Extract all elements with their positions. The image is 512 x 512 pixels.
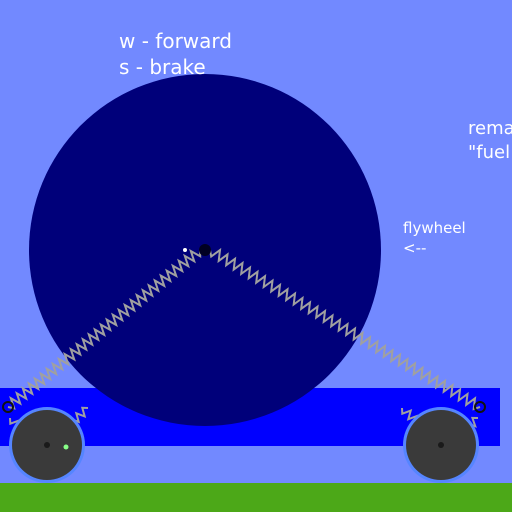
right-spring-anchor	[474, 401, 486, 413]
controls-brake: s - brake	[119, 55, 206, 79]
flywheel-pivot	[199, 244, 211, 256]
left-wheel-marker	[63, 444, 69, 450]
flywheel-label-arrow: <--	[403, 239, 427, 257]
right-wheel	[403, 407, 479, 483]
left-spring-anchor	[2, 401, 14, 413]
remaining-fuel: rema "fuel	[468, 117, 512, 165]
left-wheel	[9, 407, 85, 483]
controls-forward: w - forward	[119, 29, 232, 53]
left-long-spring	[7, 248, 202, 410]
controls-help: w - forward s - brake	[119, 28, 232, 80]
flywheel-label: flywheel <--	[403, 218, 466, 258]
remaining-line-2: "fuel	[468, 142, 511, 163]
flywheel-pivot-marker	[183, 248, 187, 252]
right-long-spring	[209, 247, 481, 411]
remaining-line-1: rema	[468, 118, 512, 139]
flywheel-label-text: flywheel	[403, 219, 466, 237]
ground	[0, 483, 512, 512]
